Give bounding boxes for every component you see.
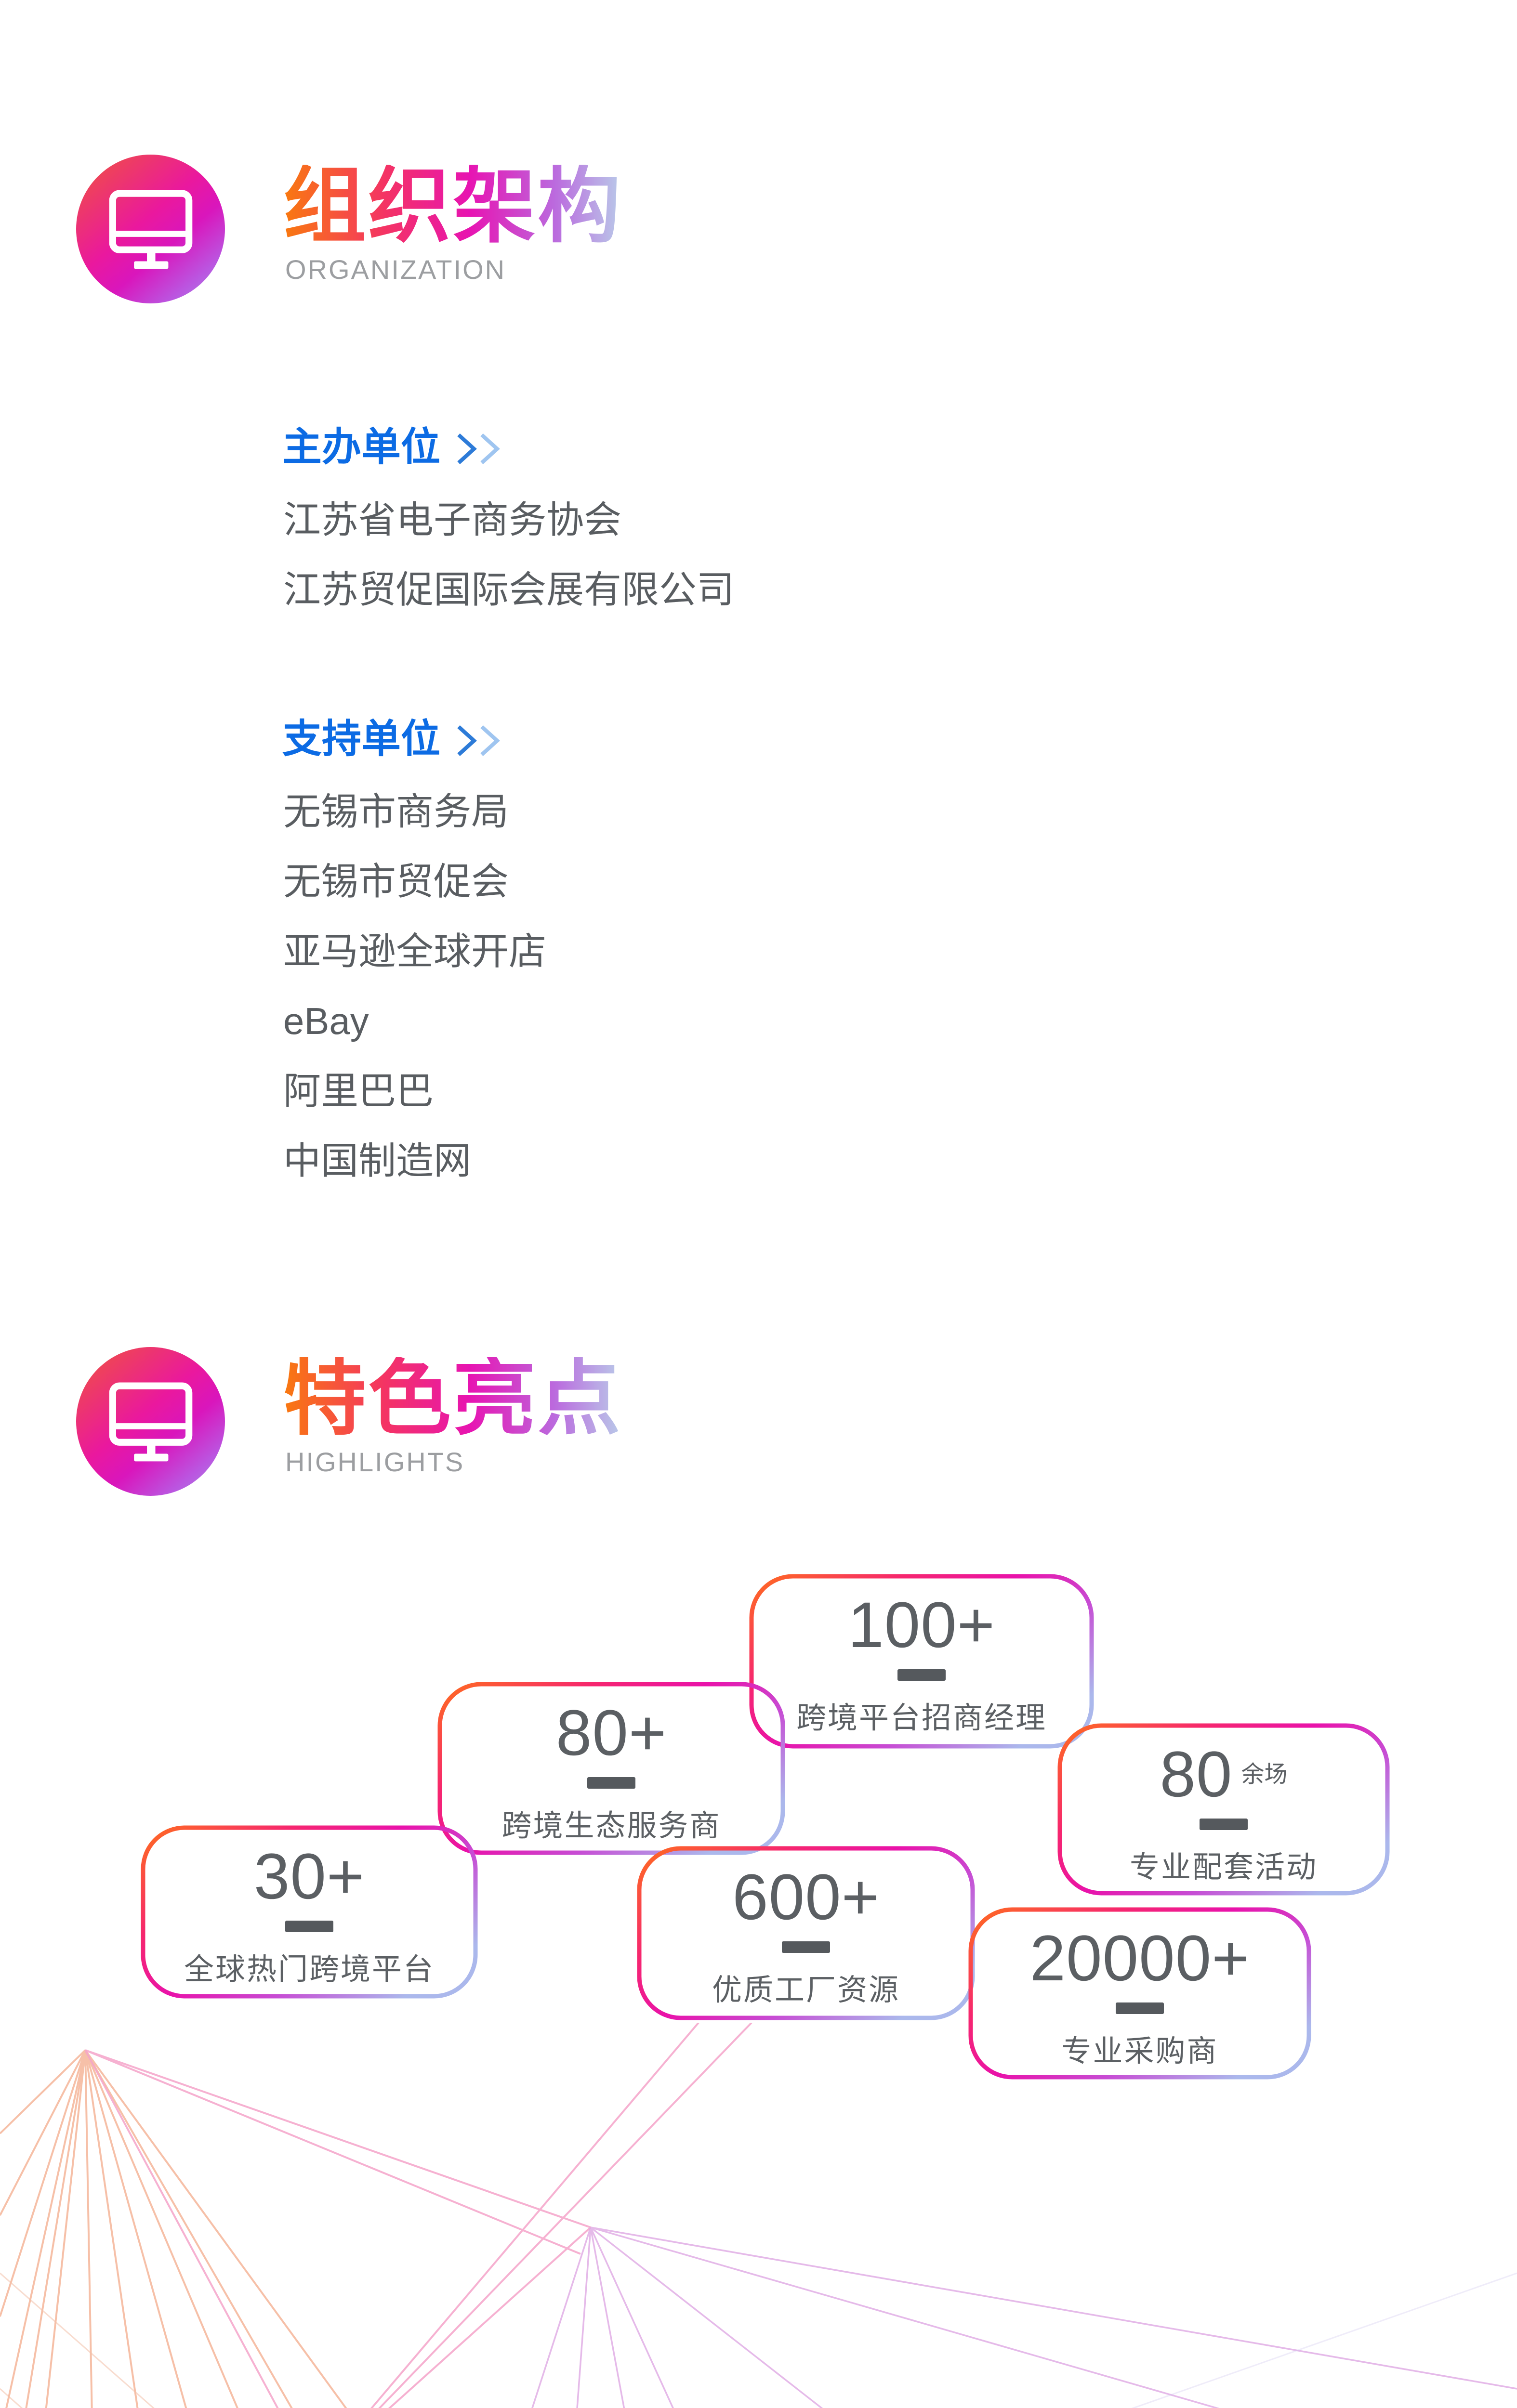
stat-badge-platform-managers: 100+ 跨境平台招商经理 bbox=[749, 1574, 1094, 1749]
list-item: 亚马逊全球开店 bbox=[283, 930, 547, 972]
stat-label: 跨境平台招商经理 bbox=[796, 1701, 1047, 1735]
stat-value: 20000+ bbox=[1029, 1923, 1250, 1994]
host-units-list: 江苏省电子商务协会 江苏贸促国际会展有限公司 bbox=[283, 485, 734, 625]
list-item: 无锡市商务局 bbox=[283, 790, 509, 833]
badge-frame bbox=[141, 1825, 478, 1999]
stat-value: 30+ bbox=[253, 1841, 365, 1912]
divider bbox=[782, 1941, 830, 1953]
monitor-glyph bbox=[109, 1382, 192, 1461]
stat-value: 600+ bbox=[732, 1861, 880, 1933]
monitor-icon bbox=[76, 155, 225, 303]
stat-label: 专业采购商 bbox=[1061, 2035, 1218, 2068]
stat-label: 优质工厂资源 bbox=[712, 1974, 900, 2007]
list-item: 江苏贸促国际会展有限公司 bbox=[283, 568, 735, 611]
list-item: 江苏省电子商务协会 bbox=[283, 498, 622, 541]
double-chevron-right-icon bbox=[456, 725, 509, 759]
host-units-heading: 主办单位 bbox=[282, 425, 509, 469]
highlights-section-title: 特色亮点 bbox=[283, 1352, 622, 1445]
divider bbox=[1200, 1819, 1248, 1830]
support-units-heading-label: 支持单位 bbox=[282, 717, 441, 761]
monitor-glyph bbox=[109, 189, 192, 269]
badge-frame bbox=[1057, 1723, 1390, 1896]
badge-frame bbox=[437, 1682, 785, 1855]
stat-value: 100+ bbox=[848, 1589, 995, 1661]
divider bbox=[1116, 2002, 1164, 2014]
stat-label: 全球热门跨境平台 bbox=[184, 1953, 435, 1986]
stat-label: 专业配套活动 bbox=[1129, 1851, 1318, 1884]
list-item: eBay bbox=[283, 1000, 369, 1042]
stat-badge-supporting-events: 80 余场 专业配套活动 bbox=[1057, 1723, 1390, 1896]
stat-badge-ecosystem-providers: 80+ 跨境生态服务商 bbox=[437, 1682, 785, 1855]
stat-value: 80 bbox=[1160, 1739, 1233, 1810]
wireframe-decoration bbox=[0, 2023, 1517, 2408]
badge-frame bbox=[749, 1574, 1094, 1749]
stat-badge-factory-resources: 600+ 优质工厂资源 bbox=[637, 1846, 975, 2020]
stat-badge-professional-buyers: 20000+ 专业采购商 bbox=[968, 1907, 1311, 2080]
host-units-heading-label: 主办单位 bbox=[282, 425, 441, 469]
divider bbox=[897, 1669, 946, 1681]
org-section-subtitle: ORGANIZATION bbox=[285, 254, 506, 285]
org-section-title: 组织架构 bbox=[283, 160, 622, 252]
stat-unit: 余场 bbox=[1241, 1762, 1288, 1787]
support-units-heading: 支持单位 bbox=[282, 717, 509, 761]
stat-badge-global-platforms: 30+ 全球热门跨境平台 bbox=[141, 1825, 478, 1999]
list-item: 阿里巴巴 bbox=[283, 1070, 434, 1112]
double-chevron-right-icon bbox=[456, 433, 509, 467]
list-item: 中国制造网 bbox=[283, 1139, 472, 1182]
monitor-icon bbox=[76, 1347, 225, 1496]
stat-value: 80+ bbox=[555, 1697, 667, 1769]
stat-label: 跨境生态服务商 bbox=[501, 1809, 721, 1843]
divider bbox=[587, 1777, 635, 1789]
highlights-section-subtitle: HIGHLIGHTS bbox=[285, 1447, 465, 1477]
badge-frame bbox=[968, 1907, 1311, 2080]
divider bbox=[285, 1921, 333, 1932]
list-item: 无锡市贸促会 bbox=[283, 860, 509, 903]
support-units-list: 无锡市商务局 无锡市贸促会 亚马逊全球开店 eBay 阿里巴巴 中国制造网 bbox=[283, 777, 546, 1196]
